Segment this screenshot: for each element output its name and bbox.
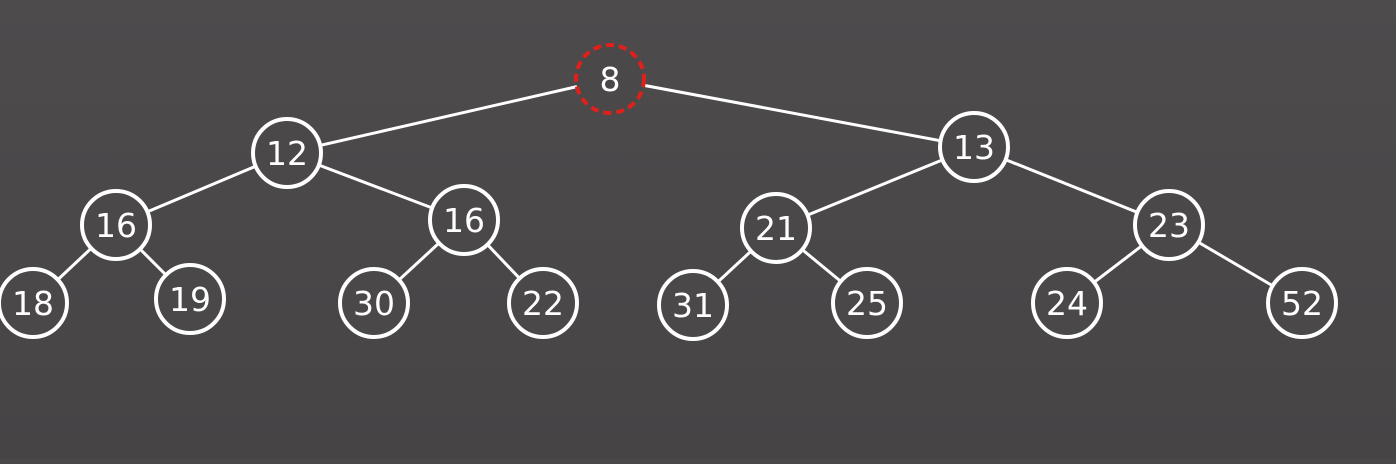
tree-node: 12 [251, 117, 323, 189]
tree-node: 16 [80, 189, 152, 261]
node-label: 25 [846, 284, 888, 323]
node-circle [251, 117, 323, 189]
node-circle [1031, 267, 1103, 339]
node-circle [80, 189, 152, 261]
node-circle [507, 267, 579, 339]
node-label: 13 [953, 128, 995, 167]
tree-node: 13 [938, 111, 1010, 183]
tree-node: 31 [657, 269, 729, 341]
node-label: 12 [266, 134, 308, 173]
node-circle [574, 43, 646, 115]
node-label: 16 [443, 201, 485, 240]
tree-node: 52 [1266, 267, 1338, 339]
node-circle [938, 111, 1010, 183]
tree-node: 25 [831, 267, 903, 339]
edges-layer [31, 77, 1303, 307]
node-circle [1133, 189, 1205, 261]
tree-node: 23 [1133, 189, 1205, 261]
node-circle [740, 192, 812, 264]
node-label: 31 [672, 286, 714, 325]
node-circle [831, 267, 903, 339]
node-label: 18 [12, 284, 54, 323]
tree-node-highlighted: 8 [574, 43, 646, 115]
node-label: 8 [600, 60, 621, 99]
node-label: 19 [169, 280, 211, 319]
tree-node: 22 [507, 267, 579, 339]
node-label: 22 [522, 284, 564, 323]
node-label: 52 [1281, 284, 1323, 323]
nodes-layer: 8 12 13 16 16 21 23 18 19 30 22 31 25 24 52 [0, 43, 1338, 341]
node-label: 16 [95, 206, 137, 245]
node-circle [338, 267, 410, 339]
node-label: 24 [1046, 284, 1088, 323]
tree-node: 16 [428, 184, 500, 256]
tree-node: 19 [154, 263, 226, 335]
node-label: 30 [353, 284, 395, 323]
node-circle [657, 269, 729, 341]
node-circle [0, 267, 69, 339]
node-circle [428, 184, 500, 256]
node-label: 23 [1148, 206, 1190, 245]
node-label: 21 [755, 209, 797, 248]
tree-edge-n0-n1 [286, 77, 611, 155]
tree-node: 18 [0, 267, 69, 339]
node-circle [1266, 267, 1338, 339]
tree-node: 30 [338, 267, 410, 339]
node-circle [154, 263, 226, 335]
tree-node: 24 [1031, 267, 1103, 339]
tree-edge-n0-n2 [609, 77, 975, 149]
tree-node: 21 [740, 192, 812, 264]
